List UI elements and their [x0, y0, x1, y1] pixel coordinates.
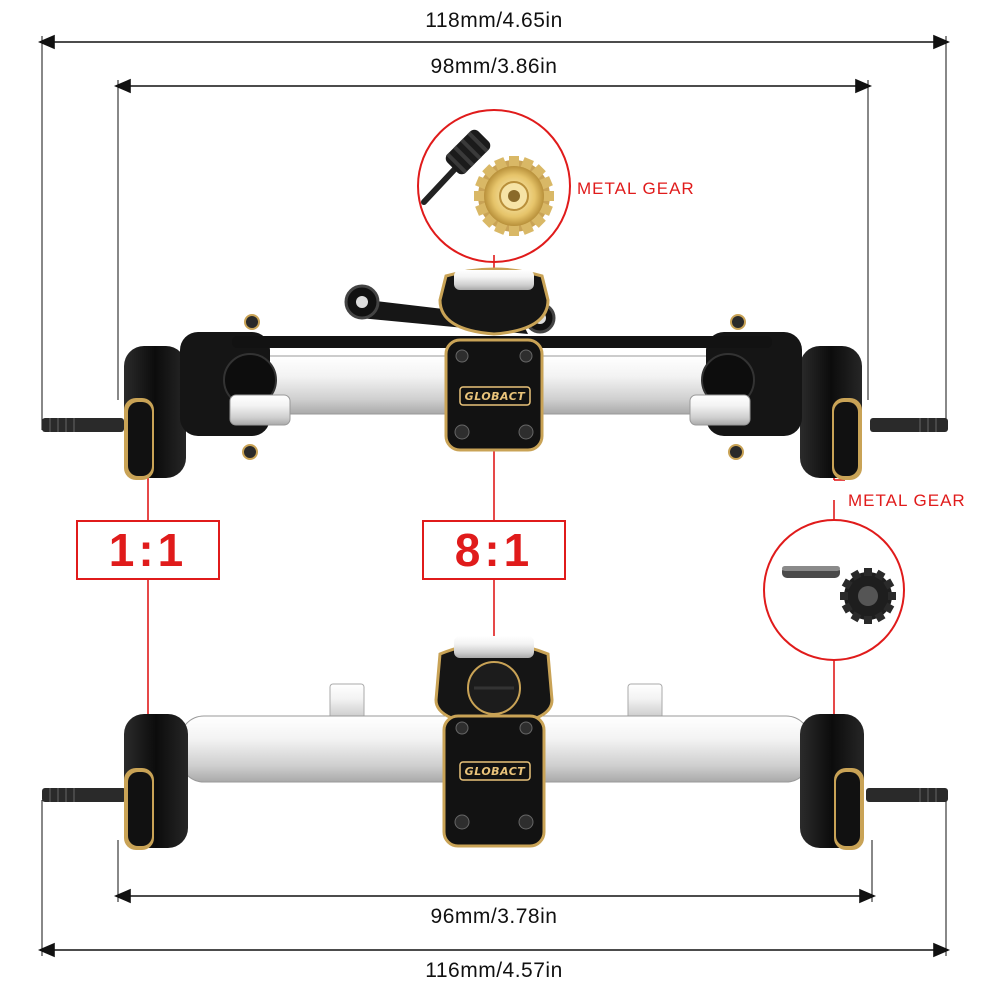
front-axle: GLOBACT: [42, 267, 948, 480]
diff-ratio-badge: 8:1: [422, 520, 566, 580]
brand-logo-rear: GLOBACT: [465, 765, 527, 778]
wheel-ratio-badge: 1:1: [76, 520, 220, 580]
dimension-top-outer: 118mm/4.65in: [419, 9, 569, 33]
dimension-lines: [37, 34, 951, 958]
dimension-bottom-inner: 96mm/3.78in: [424, 905, 564, 929]
worm-gear-closeup: [421, 129, 554, 236]
dimension-top-inner: 98mm/3.86in: [424, 55, 564, 79]
metal-gear-label-bottom: METAL GEAR: [848, 491, 966, 510]
pinion-gear-closeup: [782, 566, 896, 624]
brand-logo-front: GLOBACT: [465, 390, 527, 403]
rear-axle: GLOBACT: [42, 636, 948, 850]
dimension-bottom-outer: 116mm/4.57in: [419, 959, 569, 983]
metal-gear-label-top: METAL GEAR: [577, 179, 695, 198]
